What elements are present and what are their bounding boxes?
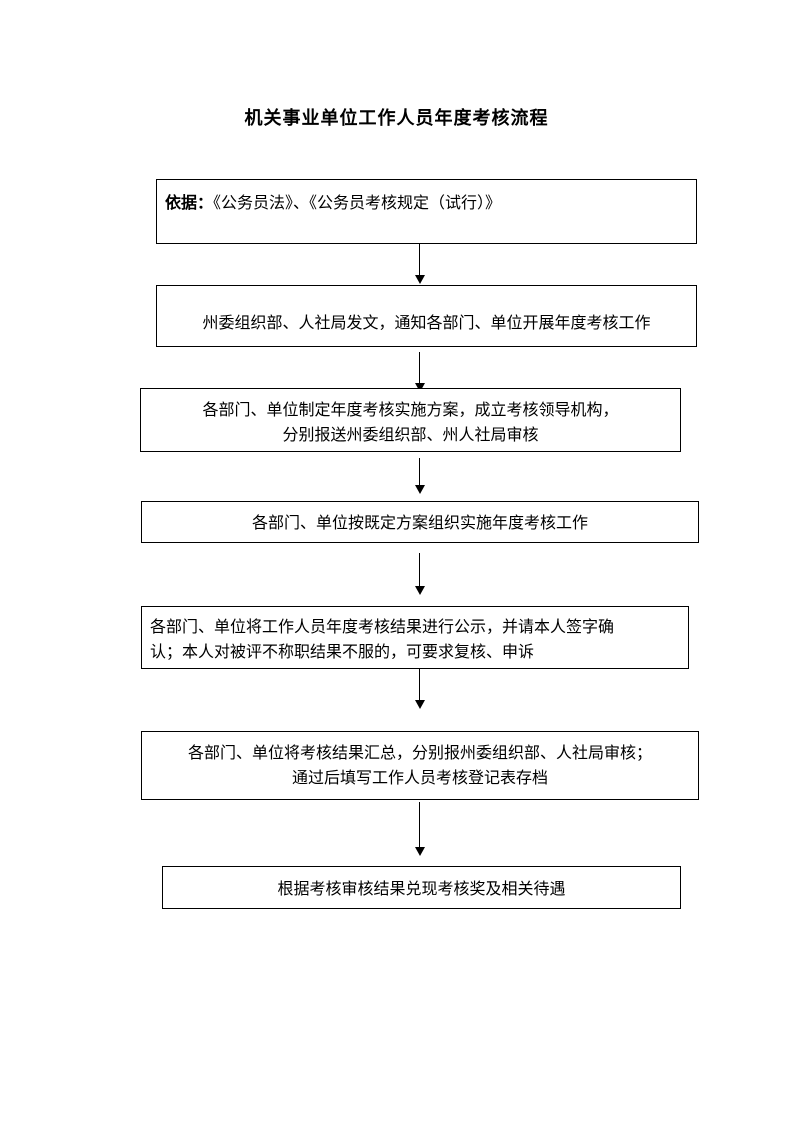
step-box-reward: 根据考核审核结果兑现考核奖及相关待遇	[162, 866, 681, 909]
step-line: 分别报送州委组织部、州人社局审核	[282, 425, 539, 444]
step-box-publicize: 各部门、单位将工作人员年度考核结果进行公示，并请本人签字确 认；本人对被评不称职…	[141, 606, 689, 669]
flow-arrow	[415, 244, 425, 284]
step-box-plan: 各部门、单位制定年度考核实施方案，成立考核领导机构， 分别报送州委组织部、州人社…	[140, 388, 681, 452]
step-line: 各部门、单位将工作人员年度考核结果进行公示，并请本人签字确	[150, 617, 615, 636]
flow-arrow	[415, 553, 425, 595]
flow-arrow	[415, 802, 425, 856]
basis-text: 《公务员法》、《公务员考核规定（试行）》	[213, 193, 502, 212]
flow-arrow	[415, 352, 425, 392]
step-box-basis: 依据：《公务员法》、《公务员考核规定（试行）》	[156, 179, 697, 244]
step-line: 认；本人对被评不称职结果不服的，可要求复核、申诉	[150, 642, 535, 661]
step-line: 依据：《公务员法》、《公务员考核规定（试行）》	[165, 190, 688, 215]
step-line: 各部门、单位将考核结果汇总，分别报州委组织部、人社局审核；	[187, 743, 652, 762]
step-box-summary: 各部门、单位将考核结果汇总，分别报州委组织部、人社局审核； 通过后填写工作人员考…	[141, 731, 699, 800]
step-line: 各部门、单位按既定方案组织实施年度考核工作	[251, 513, 588, 532]
step-line: 根据考核审核结果兑现考核奖及相关待遇	[277, 879, 566, 898]
step-line: 州委组织部、人社局发文，通知各部门、单位开展年度考核工作	[202, 313, 651, 332]
flow-arrow	[415, 669, 425, 709]
basis-label: 依据：	[165, 193, 214, 212]
page-title: 机关事业单位工作人员年度考核流程	[244, 108, 549, 129]
step-line: 通过后填写工作人员考核登记表存档	[291, 768, 548, 787]
step-box-notice: 州委组织部、人社局发文，通知各部门、单位开展年度考核工作	[156, 285, 697, 347]
flow-arrow	[415, 458, 425, 494]
step-box-implement: 各部门、单位按既定方案组织实施年度考核工作	[141, 501, 699, 543]
step-line: 各部门、单位制定年度考核实施方案，成立考核领导机构，	[202, 400, 619, 419]
